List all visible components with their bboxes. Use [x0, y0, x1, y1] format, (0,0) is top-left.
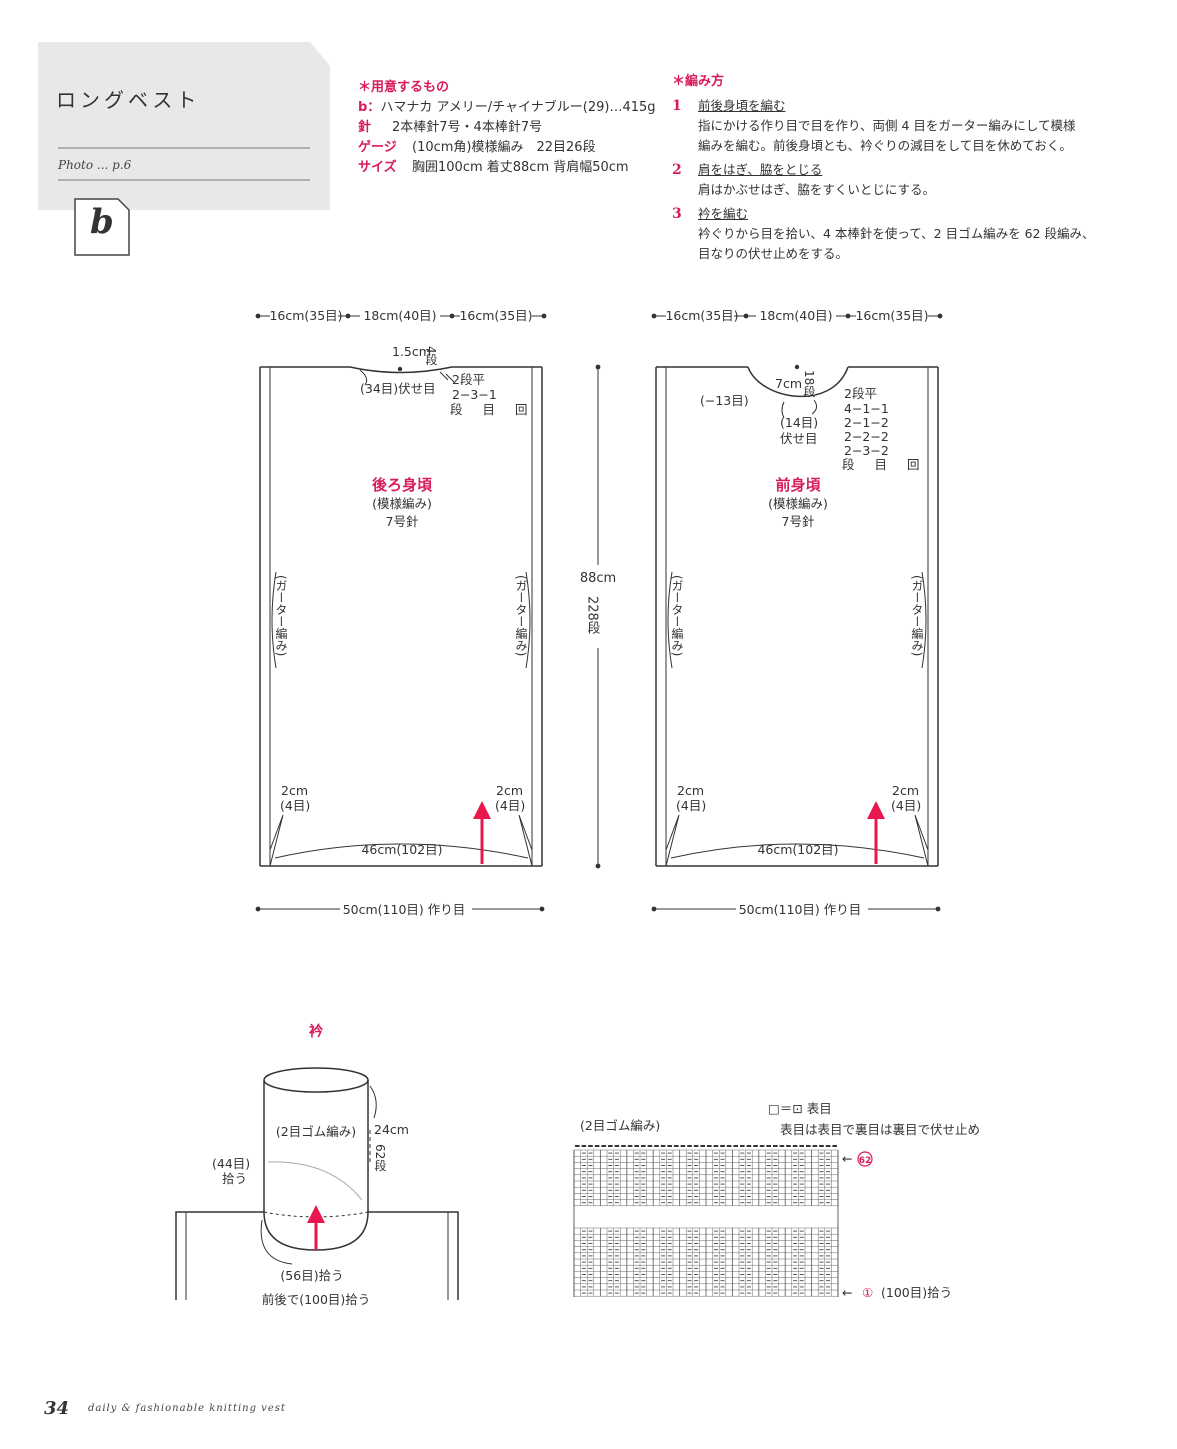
method-step: 2 肩をはぎ、脇をとじる 肩はかぶせはぎ、脇をすくいとじにする。: [672, 162, 936, 197]
chart-rib: (2目ゴム編み): [580, 1118, 660, 1133]
collar-pick-front: (56目)拾う: [280, 1268, 343, 1283]
collar-pick-total: 前後で(100目)拾う: [262, 1292, 371, 1307]
back-top-width-1: 16cm(35目): [269, 308, 342, 323]
method-block: ＊編み方 1 前後身頃を編む 指にかける作り目で目を作り、両側 4 目をガーター…: [672, 72, 1094, 264]
rib-chart-grid: [573, 1145, 839, 1297]
back-neck-depth: 1.5cm: [392, 344, 431, 359]
materials-gauge: ゲージ(10cm角)模様編み 22目26段: [358, 140, 596, 155]
height-cm: 88cm: [580, 571, 616, 586]
front-top-width-1: 16cm(35目): [665, 308, 738, 323]
front-body-diagram: [655, 366, 939, 867]
front-hem-width: 46cm(102目): [757, 842, 838, 857]
front-left-dec: (−13目): [700, 393, 749, 408]
back-bottom-width: 50cm(110目) 作り目: [343, 902, 466, 917]
front-dec-5: 2−3−2: [844, 443, 889, 458]
front-piece-name: 前身頃: [775, 476, 821, 494]
front-dec-2: 4−1−1: [844, 401, 889, 416]
back-body-diagram: [259, 366, 543, 867]
method-step: 1 前後身頃を編む 指にかける作り目で目を作り、両側 4 目をガーター編みにして…: [672, 98, 1076, 153]
front-slit-right-st: (4目): [891, 798, 921, 813]
front-dimension-dots: [651, 313, 943, 912]
back-piece-name: 後ろ身頃: [371, 476, 433, 494]
front-garter-right: (ガーター編み): [910, 575, 924, 656]
collar-diagram: [175, 1067, 459, 1300]
badge-frame: [74, 198, 130, 256]
title-tag: [38, 42, 330, 210]
method-heading: ＊編み方: [672, 74, 725, 89]
back-slit-left-cm: 2cm: [281, 783, 308, 798]
back-slit-left-st: (4目): [280, 798, 310, 813]
chart-row-top-arrow: ←: [842, 1151, 852, 1166]
front-top-width-3: 16cm(35目): [855, 308, 928, 323]
front-garter-left: (ガーター編み): [670, 575, 684, 656]
front-dec-4: 2−2−2: [844, 429, 889, 444]
book-title: daily & fashionable knitting vest: [88, 1403, 286, 1414]
chart-row-bottom: ①: [862, 1285, 873, 1300]
height-rows: 228段: [585, 596, 601, 634]
back-garter-left: (ガーター編み): [274, 575, 288, 656]
badge-letter: b: [90, 202, 114, 242]
chart-row-top: 62: [859, 1156, 872, 1166]
method-step: 3 衿を編む 衿ぐりから目を拾い、4 本棒針を使って、2 目ゴム編みを 62 段…: [672, 206, 1095, 261]
back-neck-rows: 4段: [424, 346, 438, 366]
front-slit-left-cm: 2cm: [677, 783, 704, 798]
front-stitch: (模様編み): [768, 496, 828, 511]
front-bottom-width: 50cm(110目) 作り目: [739, 902, 862, 917]
materials-heading: ＊用意するもの: [358, 80, 450, 95]
back-dec-1: 2段平: [452, 372, 485, 387]
collar-pick-back: (44目): [212, 1156, 250, 1171]
front-dimension-lines: [654, 315, 940, 910]
back-slit-right-cm: 2cm: [496, 783, 523, 798]
front-dec-6: 段 目 回: [842, 457, 927, 472]
back-top-width-2: 18cm(40目): [363, 308, 436, 323]
page-number: 34: [44, 1398, 70, 1419]
collar-title: 衿: [309, 1023, 324, 1040]
chart-row-bottom-arrow: ←: [842, 1285, 852, 1300]
collar-rib: (2目ゴム編み): [276, 1124, 356, 1139]
back-slit-right-st: (4目): [495, 798, 525, 813]
back-needle: 7号針: [386, 514, 419, 529]
front-neck-depth: 7cm: [775, 376, 802, 391]
chart-legend-2: 表目は表目で裏目は裏目で伏せ止め: [780, 1122, 980, 1137]
photo-reference: Photo ... p.6: [58, 158, 132, 172]
front-slit-left-st: (4目): [676, 798, 706, 813]
back-dimension-dots: [255, 313, 547, 912]
front-needle: 7号針: [782, 514, 815, 529]
front-cast-off-2: 伏せ目: [780, 431, 818, 446]
back-dec-2: 2−3−1: [452, 387, 497, 402]
back-stitch: (模様編み): [372, 496, 432, 511]
materials-yarn: b：ハマナカ アメリー/チャイナブルー(29)…415g: [358, 100, 656, 115]
collar-height-cm: 24cm: [374, 1122, 409, 1137]
front-top-width-2: 18cm(40目): [759, 308, 832, 323]
back-top-width-3: 16cm(35目): [459, 308, 532, 323]
back-dec-3: 段 目 回: [450, 402, 535, 417]
chart-legend-1: □＝⊡ 表目: [768, 1101, 832, 1116]
collar-height-rows: 62段: [373, 1144, 387, 1172]
front-neck-rows: 18段: [802, 370, 816, 398]
front-dec-3: 2−1−2: [844, 415, 889, 430]
front-slit-right-cm: 2cm: [892, 783, 919, 798]
chart-row-bottom-note: (100目)拾う: [881, 1285, 952, 1300]
page-title: ロングベスト: [56, 88, 201, 112]
collar-pick-back-2: 拾う: [222, 1171, 247, 1186]
front-cast-off-1: (14目): [780, 415, 818, 430]
back-hem-width: 46cm(102目): [361, 842, 442, 857]
back-cast-off: (34目)伏せ目: [360, 381, 436, 396]
materials-size: サイズ胸囲100cm 着丈88cm 背肩幅50cm: [358, 160, 629, 175]
back-garter-right: (ガーター編み): [514, 575, 528, 656]
front-dec-1: 2段平: [844, 386, 877, 401]
